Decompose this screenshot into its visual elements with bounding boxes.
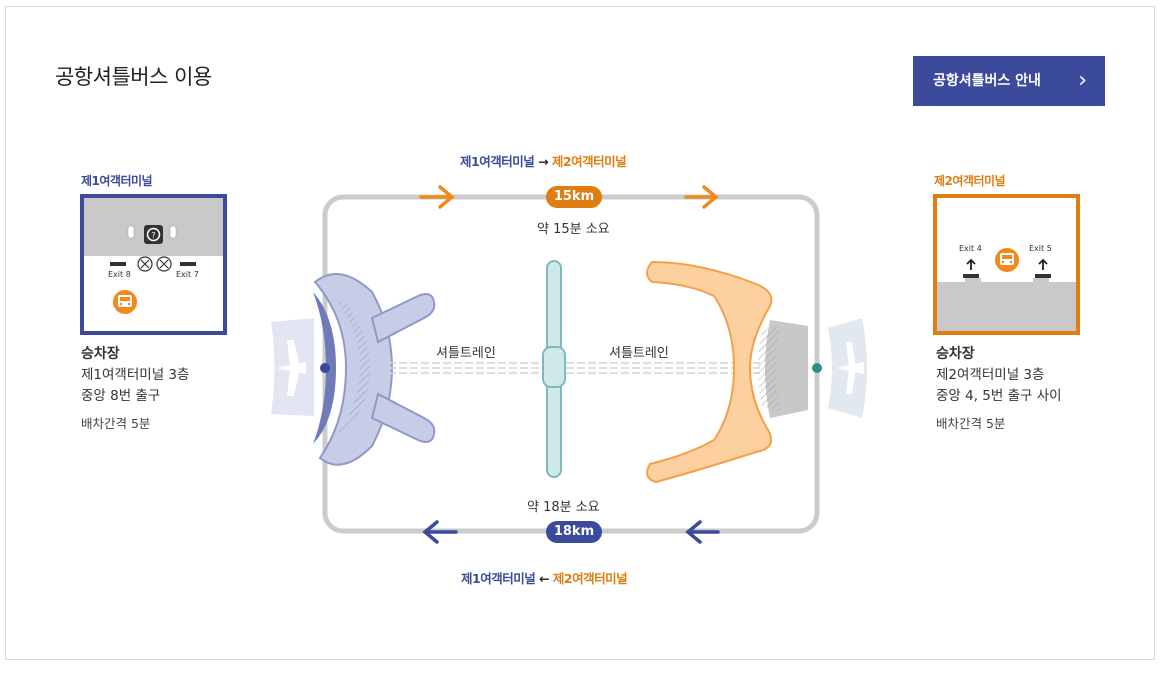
shuttle-guide-button[interactable]: 공항셔틀버스 안내 › (913, 56, 1105, 106)
terminal2-info-line1: 제2여객터미널 3층 (936, 367, 1045, 383)
shuttle-guide-button-label: 공항셔틀버스 안내 (933, 73, 1041, 89)
route-bottom-to: 제2여객터미널 (552, 571, 628, 586)
terminal1-building (313, 273, 436, 466)
arrow-right-icon (419, 185, 455, 209)
terminal2-label: 제2여객터미널 (934, 174, 1006, 188)
terminal2-exit-right: Exit 5 (1029, 244, 1052, 253)
arrow-right-icon: → (538, 154, 549, 169)
distance-badge-top: 15km (546, 186, 602, 208)
terminal1-label: 제1여객터미널 (81, 174, 153, 188)
terminal1-info-head: 승차장 (81, 346, 120, 362)
svg-text:?: ? (151, 231, 155, 240)
terminal1-interval: 배차간격 5분 (81, 416, 151, 431)
arrow-up-icon (966, 258, 976, 270)
shuttle-train (542, 260, 566, 478)
terminal2-info: 승차장 제2여객터미널 3층 중앙 4, 5번 출구 사이 배차간격 5분 (936, 344, 1062, 434)
terminal2-info-line2: 중앙 4, 5번 출구 사이 (936, 388, 1062, 404)
route-bottom-from: 제1여객터미널 (461, 571, 536, 586)
terminal2-map-graphic (937, 198, 1076, 331)
terminal2-interval: 배차간격 5분 (936, 416, 1006, 431)
airplane-left-icon (271, 318, 314, 416)
duration-top: 약 15분 소요 (537, 222, 610, 237)
route-top-from: 제1여객터미널 (460, 154, 535, 169)
terminal1-info-line1: 제1여객터미널 3층 (81, 367, 190, 383)
terminal1-station-dot (320, 363, 330, 373)
shuttle-train-label-left: 셔틀트레인 (436, 346, 496, 361)
terminal1-info: 승차장 제1여객터미널 3층 중앙 8번 출구 배차간격 5분 (81, 344, 189, 434)
route-top-to: 제2여객터미널 (551, 154, 627, 169)
route-bottom-title: 제1여객터미널 ← 제2여객터미널 (461, 568, 628, 587)
route-top-title: 제1여객터미널 → 제2여객터미널 (460, 151, 627, 170)
arrow-left-icon (685, 520, 720, 544)
gate-right-icon (156, 256, 172, 272)
airplane-right-icon (828, 318, 867, 418)
page-title: 공항셔틀버스 이용 (55, 65, 212, 89)
terminal1-exit-right: Exit 7 (176, 270, 199, 279)
arrow-right-icon (684, 185, 719, 209)
content-frame (5, 6, 1155, 660)
gate-left-icon (137, 256, 153, 272)
distance-badge-bottom: 18km (546, 521, 602, 543)
terminal2-station-dot (812, 363, 822, 373)
arrow-up-icon (1038, 258, 1048, 270)
terminal1-map-graphic: ? (84, 198, 223, 314)
arrow-left-icon: ← (539, 571, 550, 586)
terminal2-info-head: 승차장 (936, 346, 975, 362)
terminal1-exit-left: Exit 8 (108, 270, 131, 279)
terminal1-boarding-map: ? Exit 8 Exit 7 (80, 194, 227, 335)
terminal1-info-line2: 중앙 8번 출구 (81, 388, 161, 404)
terminal2-boarding-map: Exit 4 Exit 5 (933, 194, 1080, 335)
terminal2-building (646, 260, 808, 484)
shuttle-train-label-right: 셔틀트레인 (609, 346, 669, 361)
terminal2-exit-left: Exit 4 (959, 244, 982, 253)
arrow-left-icon (422, 520, 458, 544)
chevron-right-icon: › (1078, 68, 1087, 93)
duration-bottom: 약 18분 소요 (527, 500, 600, 515)
shuttle-train-track (388, 362, 760, 374)
